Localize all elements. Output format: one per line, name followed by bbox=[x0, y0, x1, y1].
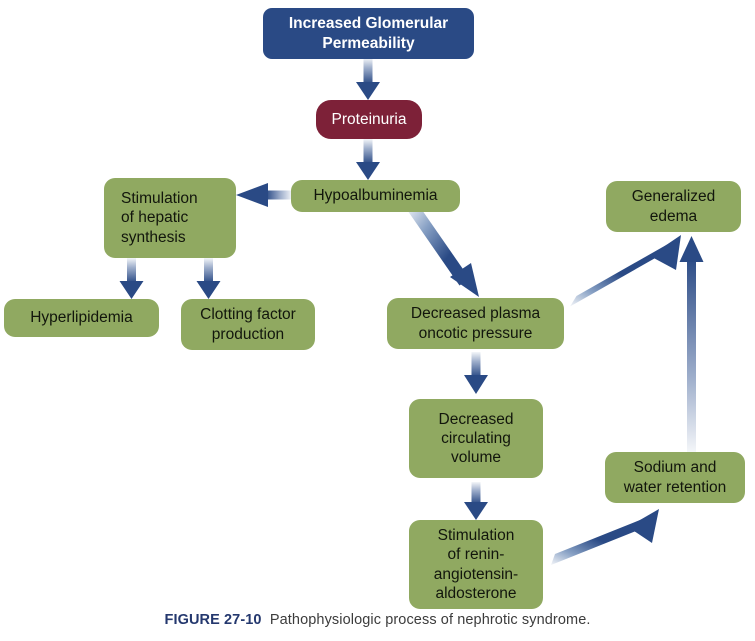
node-decreased-circulating-volume: Decreased circulating volume bbox=[409, 399, 543, 478]
figure-caption: FIGURE 27-10 Pathophysiologic process of… bbox=[0, 612, 755, 628]
edge-proteinuria-to-hypoalbuminemia bbox=[356, 139, 380, 180]
node-hypoalbuminemia: Hypoalbuminemia bbox=[291, 180, 460, 212]
figure-label: FIGURE 27-10 bbox=[164, 612, 262, 628]
edge-permeability-to-proteinuria bbox=[356, 58, 380, 100]
figure-caption-text: Pathophysiologic process of nephrotic sy… bbox=[269, 612, 591, 628]
node-clotting-factor-production: Clotting factor production bbox=[181, 299, 315, 350]
edge-renin-to-sodium-water-retention bbox=[551, 509, 659, 565]
edge-hepatic-synthesis-to-clotting-factor bbox=[196, 258, 221, 299]
edge-hypoalbuminemia-to-hepatic-synthesis bbox=[236, 183, 292, 207]
node-stimulation-of-hepatic-synthesis: Stimulation of hepatic synthesis bbox=[104, 178, 236, 258]
node-hyperlipidemia: Hyperlipidemia bbox=[4, 299, 159, 337]
node-increased-glomerular-permeability: Increased Glomerular Permeability bbox=[263, 8, 474, 59]
node-decreased-plasma-oncotic-pressure: Decreased plasma oncotic pressure bbox=[387, 298, 564, 349]
figure-caption-spacer bbox=[262, 612, 270, 628]
edge-sodium-water-retention-to-generalized-edema bbox=[679, 236, 704, 452]
edge-hypoalbuminemia-to-oncotic-pressure bbox=[407, 203, 479, 297]
edge-circulating-volume-to-renin bbox=[464, 482, 488, 520]
node-generalized-edema: Generalized edema bbox=[606, 181, 741, 232]
edge-oncotic-pressure-to-generalized-edema bbox=[570, 235, 681, 307]
node-proteinuria: Proteinuria bbox=[316, 100, 422, 139]
edge-hepatic-synthesis-to-hyperlipidemia bbox=[119, 258, 144, 299]
node-stimulation-of-renin-angiotensin-aldosterone: Stimulation of renin- angiotensin- aldos… bbox=[409, 520, 543, 609]
node-sodium-and-water-retention: Sodium and water retention bbox=[605, 452, 745, 503]
edge-oncotic-pressure-to-circulating-volume bbox=[464, 352, 488, 394]
